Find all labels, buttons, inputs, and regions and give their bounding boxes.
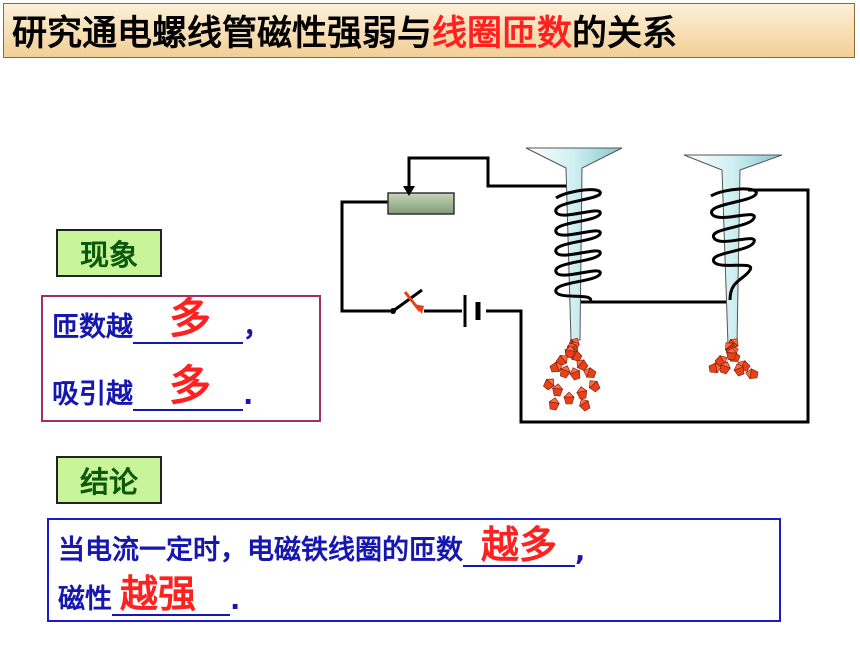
electromagnet-many-turns — [525, 147, 623, 341]
conclusion-line1-prefix: 当电流一定时，电磁铁线圈的匝数 — [58, 535, 463, 566]
rheostat — [387, 192, 455, 215]
phenomenon-box — [41, 295, 321, 422]
conclusion-answer-1: 越多 — [481, 523, 558, 567]
phenomenon-line2-prefix: 吸引越 — [52, 379, 133, 410]
phenomenon-blank-2: 多 — [133, 361, 243, 411]
phenomenon-line1-prefix: 匝数越 — [52, 312, 133, 343]
switch — [390, 288, 424, 314]
electromagnet-few-turns — [683, 154, 783, 346]
circuit-wires — [340, 156, 810, 424]
conclusion-line2-suffix: . — [230, 585, 241, 616]
conclusion-line-2: 磁性 越强 . — [58, 572, 241, 616]
conclusion-line-1: 当电流一定时，电磁铁线圈的匝数 越多 , — [58, 523, 586, 567]
conclusion-blank-1: 越多 — [463, 523, 575, 567]
phenomenon-line2-suffix: . — [243, 380, 254, 411]
phenomenon-line-2: 吸引越 多 . — [52, 361, 254, 411]
title-highlight: 线圈匝数 — [432, 14, 573, 54]
conclusion-blank-2: 越强 — [112, 572, 230, 616]
conclusion-line2-prefix: 磁性 — [58, 584, 112, 615]
phenomenon-answer-2: 多 — [169, 361, 212, 410]
conclusion-line1-suffix: , — [575, 536, 586, 567]
rheostat-slider — [403, 186, 415, 196]
attracted-tacks-right — [708, 335, 759, 381]
conclusion-tag: 结论 — [56, 456, 162, 504]
phenomenon-line-1: 匝数越 多 ， — [52, 294, 270, 344]
conclusion-answer-2: 越强 — [120, 572, 197, 616]
phenomenon-tag: 现象 — [56, 229, 162, 277]
battery — [463, 295, 481, 327]
conclusion-box — [47, 518, 781, 622]
phenomenon-answer-1: 多 — [169, 294, 212, 343]
title-part1: 研究通电螺线管磁性强弱与 — [12, 14, 433, 54]
attracted-tacks-left — [541, 335, 602, 413]
phenomenon-blank-1: 多 — [133, 294, 243, 344]
phenomenon-line1-suffix: ， — [243, 312, 270, 343]
title-part2: 的关系 — [572, 14, 678, 54]
page-title: 研究通电螺线管磁性强弱与线圈匝数的关系 — [3, 3, 855, 58]
